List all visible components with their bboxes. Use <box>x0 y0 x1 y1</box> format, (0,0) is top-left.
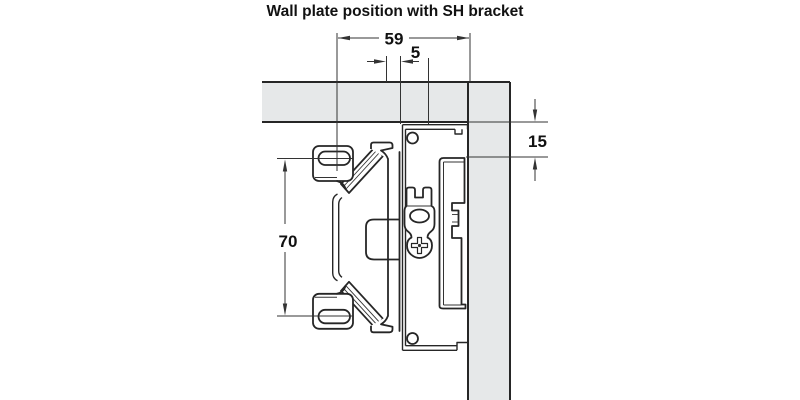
dimension-70: 70 <box>277 158 353 317</box>
sh-bracket-top-plate <box>402 123 469 145</box>
dimension-5: 5 <box>367 43 429 124</box>
dim-label-59: 59 <box>385 30 404 49</box>
wall-plate-upper-hook <box>370 141 394 160</box>
wall-plate-upper-tab <box>312 145 354 190</box>
dim-label-70: 70 <box>279 232 298 251</box>
dim-label-15: 15 <box>528 132 547 151</box>
sh-bracket-arm <box>438 157 467 310</box>
diagram-title: Wall plate position with SH bracket <box>267 3 524 20</box>
wall-plate-bump <box>365 218 400 261</box>
wall-plate-lower-tab <box>312 284 354 330</box>
phillips-screw-icon <box>410 236 429 255</box>
wall-plate-lower-hook <box>370 315 394 334</box>
bottom-screw-hole <box>406 332 419 345</box>
sh-bracket-keyhole-part <box>403 186 436 259</box>
wall-panel <box>467 81 511 400</box>
wall-plate <box>312 141 401 334</box>
top-screw-hole <box>406 131 419 145</box>
sh-bracket-bottom-plate <box>402 332 468 351</box>
wall-plate-web <box>332 193 343 282</box>
dimension-15: 15 <box>466 99 548 181</box>
dimension-59: 59 <box>336 30 471 171</box>
keyhole-oval-slot <box>409 208 430 224</box>
sh-bracket <box>401 123 469 351</box>
shelf-panel <box>262 81 468 123</box>
lower-slot <box>317 308 351 325</box>
dim-label-5: 5 <box>411 43 420 62</box>
